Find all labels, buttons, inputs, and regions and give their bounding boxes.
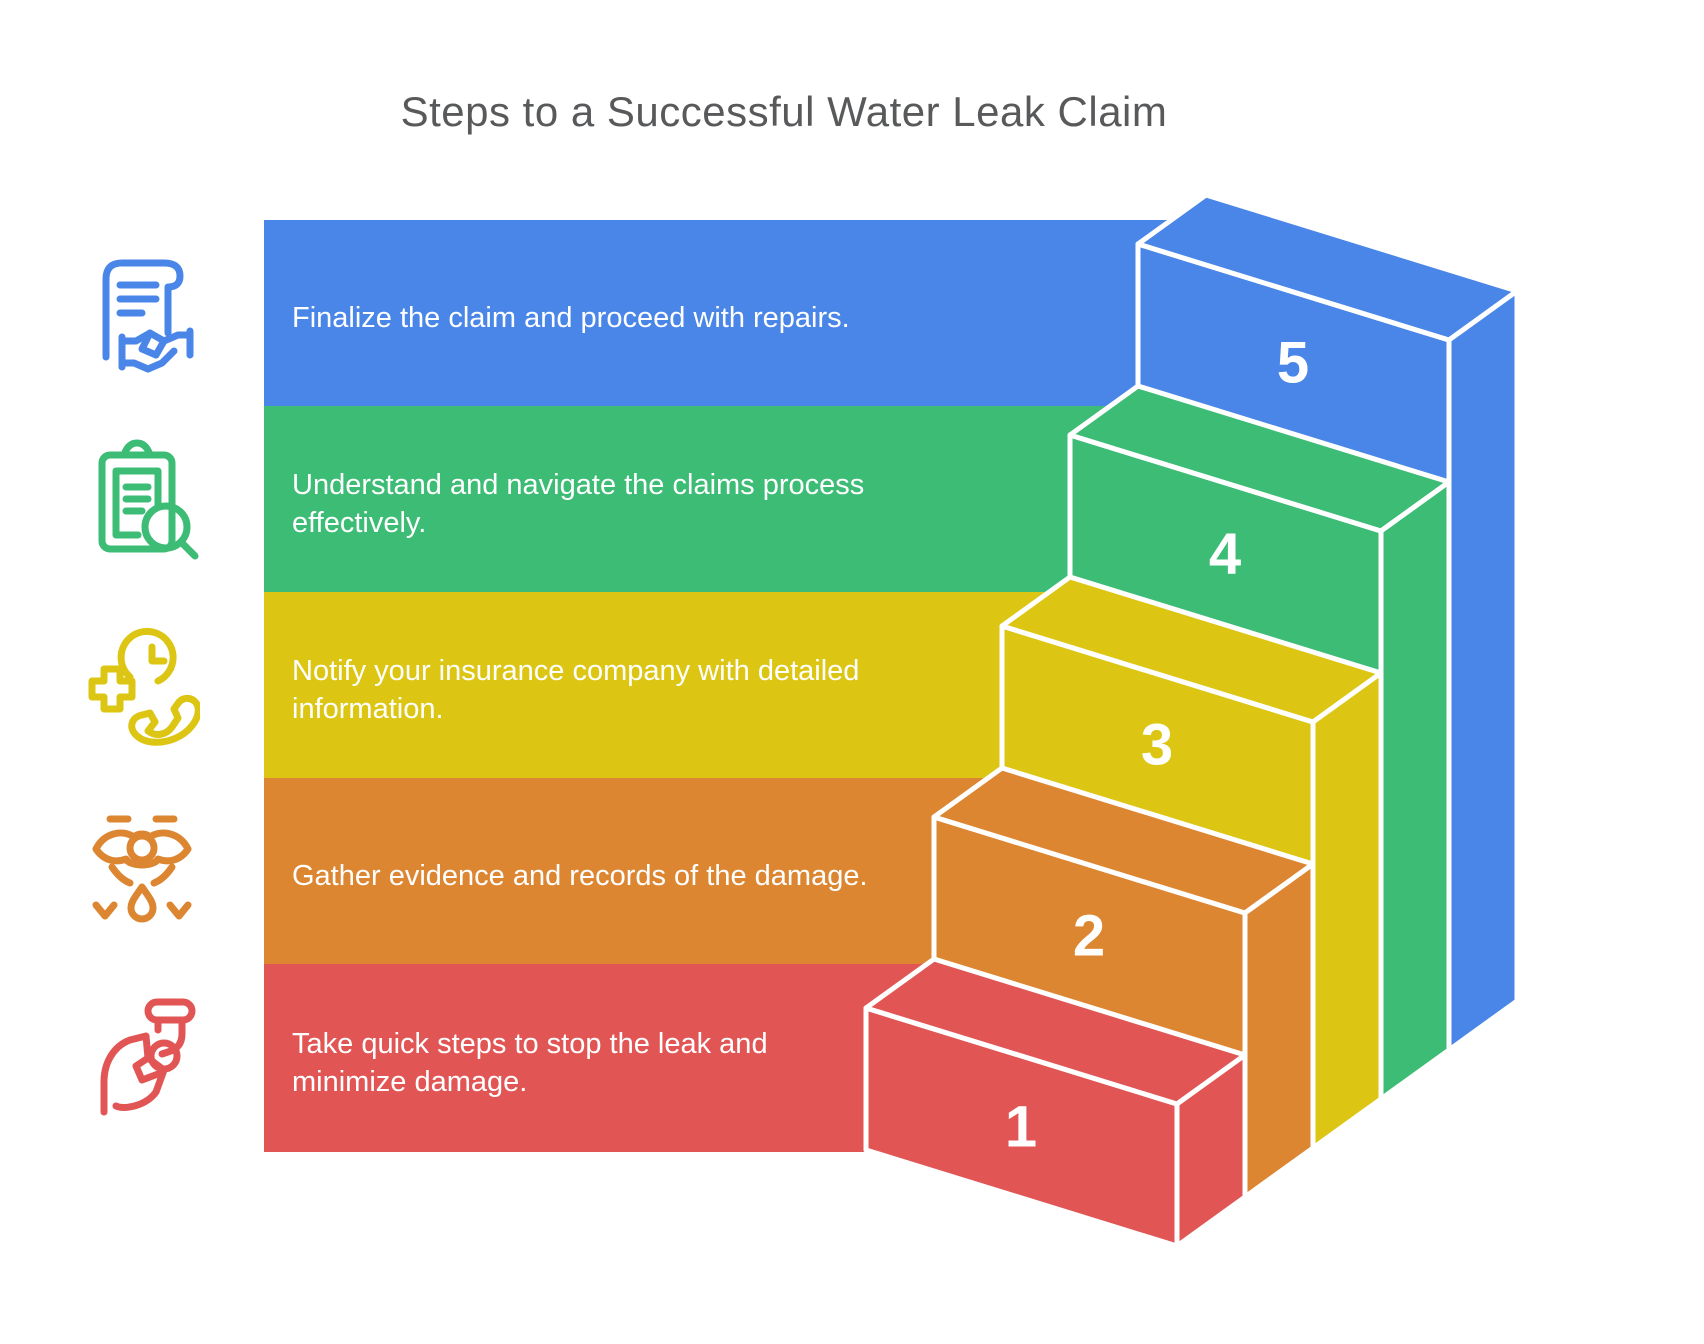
step-3-side-face: [1310, 670, 1384, 1151]
step-4-side-face: [1378, 479, 1452, 1102]
band-label-step5: Finalize the claim and proceed with repa…: [292, 302, 850, 334]
step-1-side-face: [1174, 1052, 1248, 1249]
band-label-step3: Notify your insurance company with detai…: [292, 655, 860, 725]
emergency-call-icon: [84, 592, 200, 778]
step-2-side-face: [1242, 861, 1316, 1200]
band-row-step5: Finalize the claim and proceed with repa…: [264, 220, 1290, 406]
step-2-number: 2: [1073, 904, 1105, 969]
contract-handshake-icon: [84, 220, 200, 406]
step-5-number: 5: [1277, 331, 1309, 396]
step-1: 1: [863, 956, 1248, 1249]
clipboard-search-icon: [84, 406, 200, 592]
step-4-number: 4: [1209, 522, 1241, 587]
band-label-step4: Understand and navigate the claims proce…: [292, 469, 865, 539]
step-1-number: 1: [1005, 1095, 1037, 1160]
water-shutoff-icon: [84, 964, 200, 1152]
band-label-step2: Gather evidence and records of the damag…: [292, 860, 868, 892]
page-title: Steps to a Successful Water Leak Claim: [400, 88, 1168, 135]
step-5-side-face: [1446, 288, 1520, 1053]
step-3-number: 3: [1141, 713, 1173, 778]
drone-inspection-icon: [84, 778, 200, 964]
band-label-step1: Take quick steps to stop the leak and mi…: [292, 1028, 768, 1098]
